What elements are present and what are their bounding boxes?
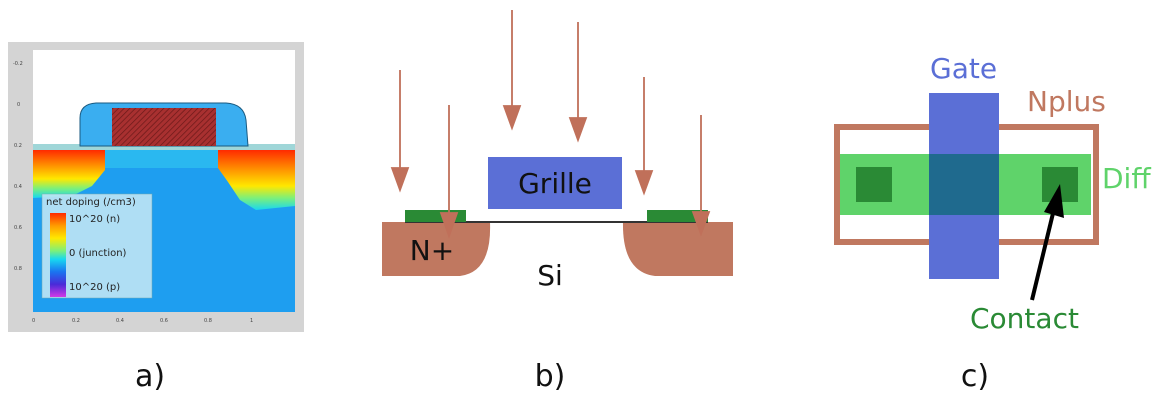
x-tick: 0.2: [72, 318, 80, 324]
implant-arrow: [502, 10, 522, 131]
channel-region: [105, 150, 218, 168]
y-tick: 0.4: [14, 184, 22, 190]
nplus-label: N+: [410, 234, 454, 267]
x-tick: 0.6: [160, 318, 168, 324]
x-tick: 0: [32, 318, 35, 324]
caption-b: b): [535, 359, 566, 394]
caption-c: c): [961, 359, 989, 394]
substrate-label: Si: [537, 259, 563, 292]
nplus-region-right: [622, 222, 733, 276]
nplus-region-left: [382, 222, 491, 276]
contact-square-left: [856, 167, 892, 202]
y-tick: 0.8: [14, 266, 22, 272]
gate-layer-label: Gate: [930, 52, 997, 85]
y-tick: 0: [17, 102, 20, 108]
panel-a-simulation: net doping (/cm3) 10^20 (n) 0 (junction)…: [8, 42, 304, 394]
implant-arrow: [439, 105, 459, 239]
implant-arrows: [390, 10, 711, 239]
legend-mid-label: 0 (junction): [69, 248, 127, 259]
implant-arrow: [568, 22, 588, 143]
drain-doping-region: [218, 150, 295, 210]
x-tick: 1: [250, 318, 253, 324]
legend-title: net doping (/cm3): [46, 197, 136, 208]
y-axis-ticks: -0.2 0 0.2 0.4 0.6 0.8: [13, 61, 23, 272]
implant-arrow: [634, 77, 654, 196]
caption-a: a): [135, 359, 165, 394]
implant-arrow: [691, 115, 711, 237]
source-doping-region: [33, 150, 105, 198]
legend-bottom-label: 10^20 (p): [69, 282, 120, 293]
legend-top-label: 10^20 (n): [69, 214, 120, 225]
oxide-layer: [33, 144, 295, 150]
implant-arrow: [390, 70, 410, 193]
gate-grille: [488, 157, 622, 209]
x-axis-ticks: 0 0.2 0.4 0.6 0.8 1: [32, 318, 253, 324]
panel-b-implant: Grille N+ Si: [382, 10, 733, 394]
contact-label: Contact: [970, 302, 1079, 335]
contact-pointer-arrow: [1030, 184, 1064, 301]
nplus-layer-label: Nplus: [1027, 85, 1106, 118]
legend-colorbar: [50, 213, 66, 297]
gate-label: Grille: [518, 167, 592, 200]
gate-diff-overlap: [929, 154, 999, 215]
poly-gate: [112, 108, 216, 146]
diff-layer-label: Diff: [1102, 162, 1151, 195]
y-tick: 0.2: [14, 143, 22, 149]
x-tick: 0.4: [116, 318, 124, 324]
y-tick: 0.6: [14, 225, 22, 231]
y-tick: -0.2: [13, 61, 23, 67]
panel-c-layout: Gate Nplus Diff Contact c): [834, 52, 1151, 394]
x-tick: 0.8: [204, 318, 212, 324]
